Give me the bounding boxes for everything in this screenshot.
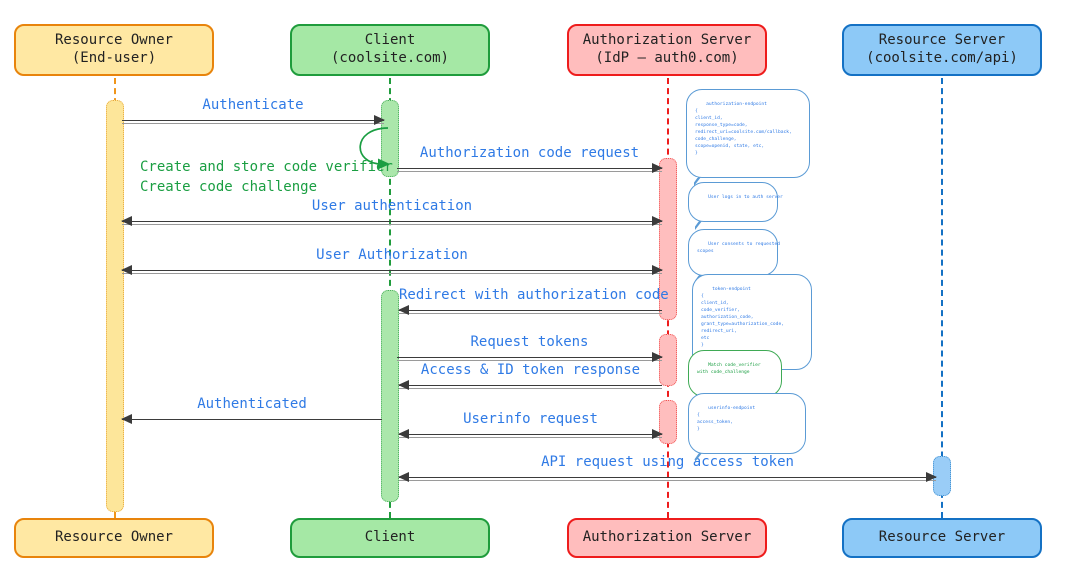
message-label-user-authentication: User authentication	[311, 198, 473, 214]
message-label-token-response: Access & ID token response	[420, 362, 641, 378]
arrowhead-right-request-tokens	[652, 352, 663, 362]
note-match-verifier: Match code_verifier with code_challenge	[688, 350, 782, 405]
message-label-userinfo-request: Userinfo request	[463, 411, 598, 427]
participant-title-authorization-server: Authorization Server	[582, 32, 752, 49]
participant-title-client: Client	[364, 32, 416, 49]
message-line-token-response	[399, 385, 662, 389]
participant-title-resource-server: Resource Server	[878, 32, 1006, 49]
participant-footer-resource-server[interactable]: Resource Server	[842, 518, 1042, 558]
note-text-token-endpoint: token-endpoint { client_id, code_verifie…	[701, 286, 784, 348]
self-message-create-code-verifier: Create and store code verifier Create co…	[140, 157, 393, 198]
arrowhead-right-user-authentication	[652, 216, 663, 226]
message-line-request-tokens	[397, 357, 662, 361]
message-line-redirect-auth-code	[399, 310, 662, 314]
note-tail-userinfo-endpoint	[694, 452, 702, 462]
arrowhead-right-userinfo-request	[652, 429, 663, 439]
participant-header-resource-owner[interactable]: Resource Owner (End-user)	[14, 24, 214, 76]
message-label-request-tokens: Request tokens	[470, 334, 589, 350]
participant-footer-client[interactable]: Client	[290, 518, 490, 558]
arrowhead-right-api-request	[926, 472, 937, 482]
message-line-user-authorization	[122, 270, 662, 274]
participant-footer-label-client: Client	[364, 529, 416, 546]
self-message-line-1: Create and store code verifier	[140, 159, 393, 175]
note-tail-authorization-endpoint	[693, 176, 701, 186]
participant-header-resource-server[interactable]: Resource Server (coolsite.com/api)	[842, 24, 1042, 76]
message-label-api-request: API request using access token	[541, 454, 794, 470]
message-line-userinfo-request	[399, 434, 662, 438]
arrowhead-left-userinfo-request	[398, 429, 409, 439]
message-label-redirect-auth-code: Redirect with authorization code	[399, 287, 669, 303]
arrowhead-left-redirect-auth-code	[398, 305, 409, 315]
message-label-authenticated: Authenticated	[197, 396, 307, 412]
message-line-authenticate	[122, 120, 384, 124]
participant-footer-authorization-server[interactable]: Authorization Server	[567, 518, 767, 558]
participant-subtitle-authorization-server: (IdP – auth0.com)	[595, 50, 739, 66]
note-authorization-endpoint: authorization-endpoint { client_id, resp…	[686, 89, 810, 186]
activation-client-1	[381, 100, 399, 177]
message-line-api-request	[399, 477, 936, 481]
message-line-auth-code-request	[397, 168, 662, 172]
message-label-auth-code-request: Authorization code request	[419, 145, 640, 161]
participant-title-resource-owner: Resource Owner	[54, 32, 173, 49]
note-text-match-verifier: Match code_verifier with code_challenge	[697, 362, 761, 375]
arrowhead-right-auth-code-request	[652, 163, 663, 173]
participant-subtitle-resource-owner: (End-user)	[71, 50, 157, 66]
message-line-authenticated	[122, 419, 382, 420]
participant-header-authorization-server[interactable]: Authorization Server (IdP – auth0.com)	[567, 24, 767, 76]
note-text-user-login: User logs in to auth server	[708, 194, 783, 200]
activation-authorization-server-3	[659, 400, 677, 444]
activation-client-2	[381, 290, 399, 502]
arrowhead-left-token-response	[398, 380, 409, 390]
arrowhead-left-api-request	[398, 472, 409, 482]
message-label-authenticate: Authenticate	[202, 97, 304, 113]
note-text-user-consent: User consents to requested scopes	[697, 241, 780, 254]
self-message-line-2: Create code challenge	[140, 179, 318, 196]
participant-footer-label-resource-owner: Resource Owner	[54, 529, 173, 546]
participant-footer-label-resource-server: Resource Server	[878, 529, 1006, 546]
participant-subtitle-resource-server: (coolsite.com/api)	[866, 50, 1018, 66]
arrowhead-left-user-authorization	[121, 265, 132, 275]
note-text-authorization-endpoint: authorization-endpoint { client_id, resp…	[695, 101, 792, 156]
activation-resource-owner	[106, 100, 124, 512]
arrowhead-right-user-authorization	[652, 265, 663, 275]
arrowhead-left-authenticated	[121, 414, 132, 424]
note-text-userinfo-endpoint: userinfo-endpoint { access_token, }	[697, 405, 756, 432]
participant-subtitle-client: (coolsite.com)	[330, 50, 449, 66]
participant-header-client[interactable]: Client (coolsite.com)	[290, 24, 490, 76]
lifeline-resource-server	[941, 78, 943, 518]
arrowhead-left-user-authentication	[121, 216, 132, 226]
participant-footer-label-authorization-server: Authorization Server	[582, 529, 752, 546]
message-line-user-authentication	[122, 221, 662, 225]
note-userinfo-endpoint: userinfo-endpoint { access_token, }	[688, 393, 806, 462]
note-user-login: User logs in to auth server	[688, 182, 783, 230]
message-label-user-authorization: User Authorization	[316, 247, 468, 263]
participant-footer-resource-owner[interactable]: Resource Owner	[14, 518, 214, 558]
activation-authorization-server-1	[659, 158, 677, 320]
note-user-consent: User consents to requested scopes	[688, 229, 780, 284]
note-tail-user-login	[694, 220, 702, 230]
arrowhead-right-authenticate	[374, 115, 385, 125]
self-message-create-code-verifier-arc	[359, 127, 390, 170]
